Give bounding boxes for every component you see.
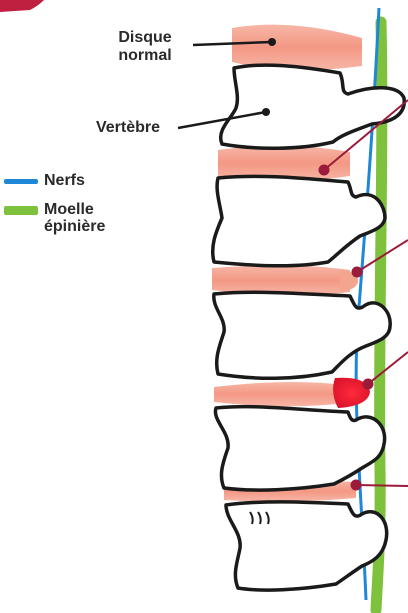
pointer-dot-3: [364, 380, 373, 389]
disc-1: [232, 25, 362, 71]
vertebra-leader-dot: [262, 108, 270, 116]
nerves-swatch: [4, 179, 38, 184]
corner-accent: [0, 0, 44, 12]
pointer-line-3: [368, 352, 408, 384]
pointer-line-4: [356, 485, 408, 486]
pointer-dot-4: [352, 481, 361, 490]
vertebra-label: Vertèbre: [78, 119, 178, 137]
disc-4: [214, 382, 345, 406]
pointer-dot-1: [320, 166, 329, 175]
disc-leader-dot: [268, 38, 276, 46]
vertebra-3: [214, 292, 390, 378]
legend-spinal-cord: Moelle épinière: [4, 201, 105, 235]
vertebra-5: [226, 502, 387, 590]
disc-label: Disque normal: [98, 29, 192, 65]
spinal-cord-swatch: [4, 206, 38, 215]
vertebra-2: [213, 176, 385, 265]
pointer-dot-2: [353, 268, 362, 277]
legend-nerves: Nerfs: [4, 172, 85, 189]
nerves-label: Nerfs: [44, 172, 85, 189]
spinal-cord-label: Moelle épinière: [44, 201, 105, 235]
